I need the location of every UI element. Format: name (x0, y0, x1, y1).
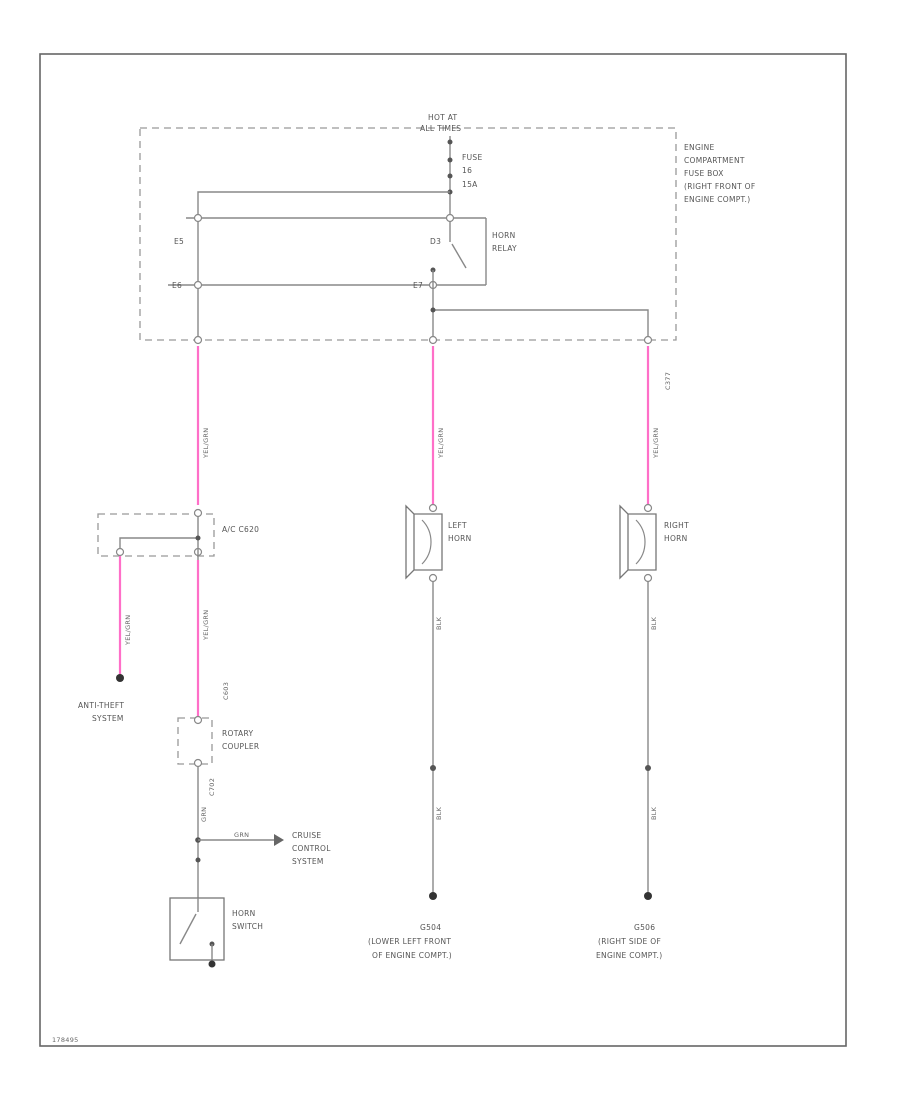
wire-color-label-2: YEL/GRN (437, 428, 445, 459)
horn-relay-label-2: RELAY (492, 244, 517, 253)
left-horn-inner-icon (421, 519, 432, 565)
fusebox-connector-middle (428, 335, 438, 345)
wire-color-label-4: YEL/GRN (124, 615, 132, 646)
rotary-label-1: ROTARY (222, 729, 253, 738)
wire-color-label-1: YEL/GRN (202, 428, 210, 459)
pin-label-d: E7 (413, 281, 423, 290)
right-horn-label-1: RIGHT (664, 521, 689, 530)
left-horn-label-2: HORN (448, 534, 472, 543)
wire-color-label-blk2: BLK (435, 806, 443, 820)
antitheft-label-2: SYSTEM (92, 714, 124, 723)
hot-label-line1: HOT AT (428, 113, 458, 122)
connector-c377-label: C377 (664, 372, 672, 390)
fuse-box-label-1: ENGINE (684, 143, 715, 152)
fusebox-connector-right (643, 335, 653, 345)
fuse-dot-top (447, 157, 453, 163)
rotary-pin-bottom (193, 758, 203, 768)
right-ground-icon (644, 892, 652, 900)
connector-c702-label: C702 (208, 778, 216, 796)
antitheft-label-1: ANTI-THEFT (78, 701, 124, 710)
fuse-box-label-4: (RIGHT FRONT OF (684, 182, 756, 191)
pin-label-b: D3 (430, 237, 441, 246)
g504-label-2: OF ENGINE COMPT.) (372, 951, 452, 960)
fuse-box-label-2: COMPARTMENT (684, 156, 745, 165)
g504-id-label: G504 (420, 923, 441, 932)
right-branch-junction (430, 307, 436, 313)
wire-color-label-grn2: GRN (234, 831, 249, 839)
fuse-label-line3: 15A (462, 180, 478, 189)
rotary-pin-top (193, 715, 203, 725)
horn-switch-box (169, 897, 225, 961)
wire-color-label-blk3: BLK (650, 616, 658, 630)
antitheft-junction (195, 535, 201, 541)
g506-label-1: (RIGHT SIDE OF (598, 937, 661, 946)
horn-switch-ground-icon (208, 960, 216, 968)
right-horn-icon (619, 504, 657, 580)
rotary-label-2: COUPLER (222, 742, 259, 751)
branch-wire-left (197, 191, 450, 222)
right-ground-dot-1 (645, 765, 651, 771)
fuse-label-line2: 16 (462, 166, 472, 175)
g506-label-2: ENGINE COMPT.) (596, 951, 662, 960)
g504-label-1: (LOWER LEFT FRONT (368, 937, 451, 946)
hot-label-line2: ALL TIMES (420, 124, 461, 133)
right-branch-wire (433, 309, 649, 342)
ac-pin-top (193, 508, 203, 518)
wire-color-label-3: YEL/GRN (652, 428, 660, 459)
connector-c603-label: C603 (222, 682, 230, 700)
wire-color-label-5: YEL/GRN (202, 610, 210, 641)
cruise-label-1: CRUISE (292, 831, 321, 840)
wire-color-label-blk1: BLK (435, 616, 443, 630)
cruise-arrow-icon (274, 834, 284, 846)
horn-switch-arm (179, 913, 197, 945)
diagram-frame (39, 53, 847, 1047)
horn-switch-label-1: HORN (232, 909, 256, 918)
antitheft-terminal (116, 674, 124, 682)
left-ground-dot-1 (430, 765, 436, 771)
horn-relay-label-1: HORN (492, 231, 516, 240)
cruise-label-2: CONTROL (292, 844, 331, 853)
pin-label-c: E6 (172, 281, 182, 290)
fuse-label-line1: FUSE (462, 153, 483, 162)
g506-id-label: G506 (634, 923, 655, 932)
right-horn-pin (643, 503, 653, 513)
left-horn-label-1: LEFT (448, 521, 467, 530)
fuse-box-outline (139, 127, 677, 341)
fuse-box-label-3: FUSE BOX (684, 169, 724, 178)
pin-left-top (193, 213, 203, 223)
ac-connector-outline (97, 513, 215, 557)
fusebox-connector-left (193, 335, 203, 345)
right-horn-inner-icon (635, 519, 646, 565)
horn-switch-wire-dot (195, 857, 201, 863)
antitheft-pin (115, 547, 125, 557)
pin-relay-top (445, 213, 455, 223)
left-horn-pin-bottom (428, 573, 438, 583)
antitheft-branch-wire (119, 537, 198, 556)
cruise-label-3: SYSTEM (292, 857, 324, 866)
pin-left-mid (193, 280, 203, 290)
horn-switch-label-2: SWITCH (232, 922, 263, 931)
ac-connector-label: A/C C620 (222, 525, 259, 534)
left-horn-icon (405, 504, 443, 580)
right-horn-label-2: HORN (664, 534, 688, 543)
wire-color-label-grn1: GRN (200, 807, 208, 822)
wire-color-label-blk4: BLK (650, 806, 658, 820)
figure-id: 178495 (52, 1036, 79, 1044)
supply-dot-1 (447, 139, 453, 145)
rotary-coupler-outline (177, 717, 213, 765)
relay-switch-arm (451, 243, 467, 269)
pin-label-a: E5 (174, 237, 184, 246)
left-horn-pin (428, 503, 438, 513)
fuse-box-label-5: ENGINE COMPT.) (684, 195, 750, 204)
left-ground-icon (429, 892, 437, 900)
right-horn-pin-bottom (643, 573, 653, 583)
fuse-dot-bottom (447, 173, 453, 179)
